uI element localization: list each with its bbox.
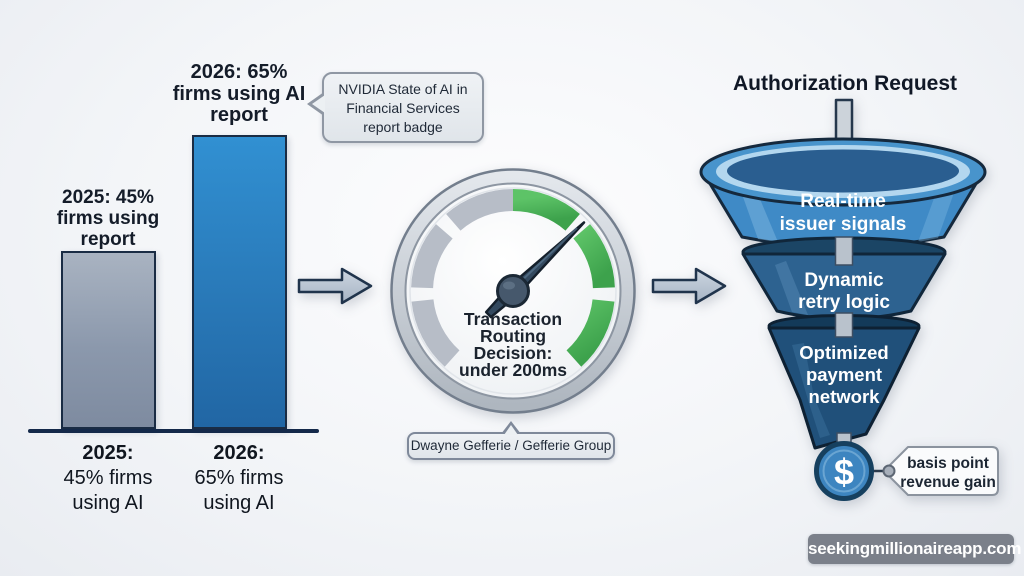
funnel-stem-2 <box>834 312 854 338</box>
gefferie-attribution-callout: Dwayne Gefferie / Gefferie Group <box>407 421 615 460</box>
gauge-label-line3: Decision: <box>474 343 553 363</box>
bar-2025-top-label-line1: 2025: 45% <box>62 187 154 208</box>
gauge-needle-highlight <box>515 227 578 287</box>
gauge-label-line2: Routing <box>480 326 546 346</box>
revenue-tag-label: basis point revenue gain <box>900 455 996 491</box>
bar-2026-bottom-label: 2026: 65% firms using AI <box>169 441 309 516</box>
bar-2025-top-label-line2: firms using <box>56 208 160 229</box>
bar-2026-top-label: 2026: 65% firms using AI report <box>158 61 320 127</box>
right-arrow-icon <box>297 267 373 305</box>
bar-2025-bottom-line1: 45% firms <box>63 467 153 489</box>
bar-2026-year: 2026: <box>213 442 265 464</box>
gauge-gray-arc <box>411 189 514 367</box>
tier3-label-line3: network <box>809 386 881 407</box>
tier2-label-line2: retry logic <box>798 292 890 313</box>
gauge-green-arc <box>512 189 615 367</box>
bar-2026-bottom-line2: using AI <box>203 492 275 514</box>
gauge-label-line1: Transaction <box>464 309 562 329</box>
dollar-coin-icon <box>814 441 874 501</box>
tier1-label-line1: Real-time <box>800 191 886 212</box>
bar-2026-top-label-line1: 2026: 65% <box>190 61 288 83</box>
revenue-tag-callout <box>883 446 999 496</box>
tier3-label-line1: Optimized <box>799 342 888 363</box>
funnel-stem-1 <box>834 236 854 266</box>
tag-label-line2: revenue gain <box>900 474 996 491</box>
funnel-title: Authorization Request <box>733 72 957 95</box>
tier2-label-line1: Dynamic <box>804 270 884 291</box>
dollar-symbol: $ <box>834 452 854 493</box>
bar-2025-bottom-label: 2025: 45% firms using AI <box>38 441 178 516</box>
gauge-label-line4: under 200ms <box>459 360 567 380</box>
bar-2025-top-label-line3: report <box>80 229 136 250</box>
chart-baseline <box>28 429 319 433</box>
arrow-chart-to-gauge <box>297 267 373 305</box>
bar-2025-year: 2025: <box>82 442 134 464</box>
bar-2026-bottom-line1: 65% firms <box>194 467 284 489</box>
bar-2026-top-label-line2: firms using AI <box>172 82 306 105</box>
funnel-tier3-streak <box>792 343 830 438</box>
gauge-hub-highlight <box>503 281 515 290</box>
tag-hole-icon <box>882 464 896 478</box>
nvidia-callout-line3: report badge <box>363 119 443 135</box>
tier3-label-line2: payment <box>806 364 882 385</box>
tier1-label-line2: issuer signals <box>780 214 907 235</box>
gauge-speedometer: Transaction Routing Decision: under 200m… <box>390 168 636 414</box>
right-arrow-icon <box>651 267 727 305</box>
funnel-tier3-label: Optimized payment network <box>799 342 888 407</box>
funnel-tier2-label: Dynamic retry logic <box>798 270 890 313</box>
bar-2026-top-label-line3: report <box>210 104 268 126</box>
watermark-text: seekingmillionaireapp.com <box>808 539 1022 558</box>
gauge-hub <box>496 274 530 308</box>
funnel-tier2-streak <box>775 261 808 315</box>
arrow-gauge-to-funnel <box>651 267 727 305</box>
watermark-badge: seekingmillionaireapp.com <box>808 534 1021 564</box>
nvidia-callout-line2: Financial Services <box>346 100 460 116</box>
gauge-label: Transaction Routing Decision: under 200m… <box>459 309 567 380</box>
funnel-tier1-label: Real-time issuer signals <box>780 191 907 235</box>
tag-label-line1: basis point <box>907 455 989 472</box>
gauge-outer-edge <box>390 168 636 414</box>
gefferie-callout-text: Dwayne Gefferie / Gefferie Group <box>410 438 612 453</box>
nvidia-report-callout: NVIDIA State of AI in Financial Services… <box>307 72 484 143</box>
bar-2025-bottom-line2: using AI <box>72 492 144 514</box>
funnel-tier1-streak-right <box>918 182 956 242</box>
nvidia-callout-line1: NVIDIA State of AI in <box>338 81 468 97</box>
bar-2025 <box>61 251 156 429</box>
gauge-inner-ring <box>409 187 617 395</box>
funnel-tier1-opening <box>727 149 959 193</box>
bar-2026 <box>192 135 287 429</box>
dollar-coin-inner-ring <box>822 449 866 493</box>
bar-2025-top-label: 2025: 45% firms using report <box>28 187 188 250</box>
authorization-funnel: Real-time issuer signals Dynamic retry l… <box>699 98 999 501</box>
